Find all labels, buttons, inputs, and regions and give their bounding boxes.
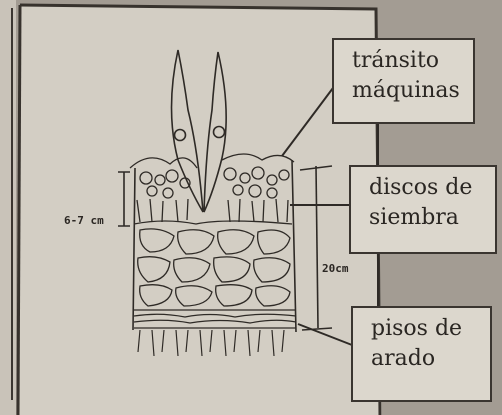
paper-sheet (18, 4, 382, 415)
label-line: pisos de (371, 314, 480, 344)
paper-frame-left (18, 5, 20, 415)
label-line: discos de (369, 173, 485, 203)
left-page-fragment (0, 0, 16, 415)
pisos-arado-label: pisos de arado (351, 306, 492, 402)
discos-siembra-label: discos de siembra (349, 165, 497, 254)
label-line: máquinas (352, 76, 463, 106)
label-line: arado (371, 344, 480, 374)
label-line: siembra (369, 203, 485, 233)
total-depth-label: 20cm (322, 262, 349, 275)
topsoil-depth-label: 6-7 cm (64, 214, 104, 227)
transito-maquinas-label: tránsito máquinas (332, 38, 475, 124)
label-line: tránsito (352, 46, 463, 76)
